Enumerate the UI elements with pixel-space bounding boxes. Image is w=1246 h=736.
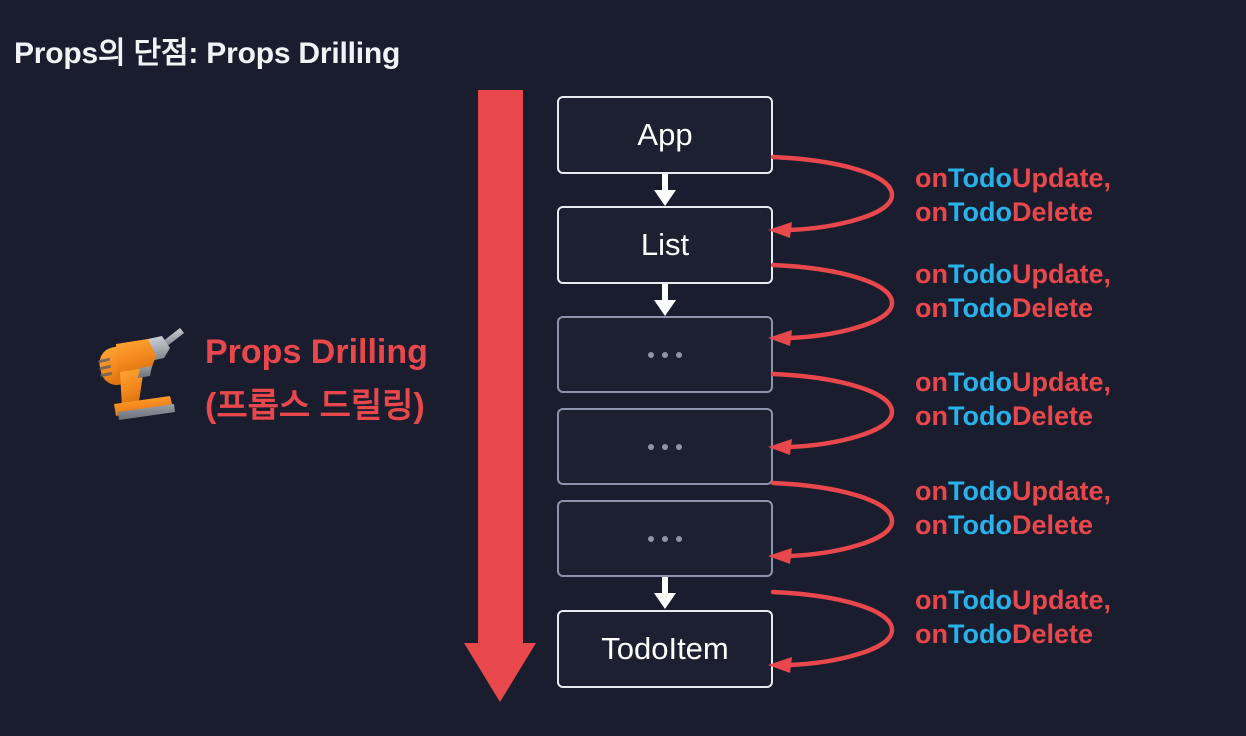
prop-entity: Todo (948, 163, 1012, 193)
connector-app-to-list (653, 174, 677, 207)
prop-label-line-2: onTodoDelete (915, 508, 1111, 542)
prop-label-line-1: onTodoUpdate, (915, 257, 1111, 291)
prop-arrow-intermediate-3-to-todoitem (760, 555, 920, 685)
prop-entity: Todo (948, 367, 1012, 397)
node-todoitem[interactable]: TodoItem (557, 610, 773, 688)
node-app[interactable]: App (557, 96, 773, 174)
prop-action: Update, (1011, 367, 1111, 397)
prop-label-3: onTodoUpdate, onTodoDelete (915, 365, 1111, 433)
caption-line-1: Props Drilling (205, 333, 428, 371)
node-label: List (640, 227, 690, 262)
prop-label-line-1: onTodoUpdate, (915, 583, 1111, 617)
prop-prefix: on (915, 401, 948, 431)
node-intermediate-3[interactable] (557, 500, 773, 577)
prop-action: Update, (1011, 163, 1111, 193)
connector-intermediate-to-todoitem (653, 577, 677, 610)
prop-label-5: onTodoUpdate, onTodoDelete (915, 583, 1111, 651)
connector-list-to-intermediate (653, 284, 677, 317)
prop-action: Update, (1011, 259, 1111, 289)
prop-arrow-list-to-intermediate-1 (760, 228, 920, 358)
prop-entity: Todo (948, 197, 1012, 227)
prop-action: Update, (1011, 585, 1111, 615)
node-intermediate-1[interactable] (557, 316, 773, 393)
prop-action: Delete (1011, 619, 1094, 649)
prop-arrow-intermediate-2-to-3 (760, 446, 920, 576)
prop-label-4: onTodoUpdate, onTodoDelete (915, 474, 1111, 542)
prop-entity: Todo (948, 259, 1012, 289)
prop-prefix: on (915, 510, 948, 540)
prop-prefix: on (915, 293, 948, 323)
prop-label-line-2: onTodoDelete (915, 291, 1111, 325)
prop-action: Delete (1011, 197, 1094, 227)
prop-prefix: on (915, 259, 948, 289)
drill-icon (78, 312, 198, 432)
page-title: Props의 단점: Props Drilling (14, 37, 401, 70)
node-label: App (637, 117, 693, 152)
prop-prefix: on (915, 197, 948, 227)
prop-action: Delete (1011, 401, 1094, 431)
prop-arrow-intermediate-1-to-2 (760, 337, 920, 467)
prop-label-line-1: onTodoUpdate, (915, 161, 1111, 195)
ellipsis-dots (648, 535, 682, 542)
prop-entity: Todo (948, 401, 1012, 431)
prop-label-line-2: onTodoDelete (915, 399, 1111, 433)
prop-label-line-2: onTodoDelete (915, 195, 1111, 229)
prop-entity: Todo (948, 510, 1012, 540)
prop-entity: Todo (948, 293, 1012, 323)
prop-label-line-1: onTodoUpdate, (915, 365, 1111, 399)
prop-label-line-2: onTodoDelete (915, 617, 1111, 651)
prop-prefix: on (915, 585, 948, 615)
prop-action: Delete (1011, 293, 1094, 323)
node-list[interactable]: List (557, 206, 773, 284)
prop-prefix: on (915, 476, 948, 506)
ellipsis-dots (648, 351, 682, 358)
prop-arrow-app-to-list (760, 120, 920, 250)
ellipsis-dots (648, 443, 682, 450)
node-label: TodoItem (601, 631, 729, 666)
prop-label-1: onTodoUpdate, onTodoDelete (915, 161, 1111, 229)
prop-action: Delete (1011, 510, 1094, 540)
prop-action: Update, (1011, 476, 1111, 506)
prop-prefix: on (915, 619, 948, 649)
node-intermediate-2[interactable] (557, 408, 773, 485)
prop-entity: Todo (948, 585, 1012, 615)
props-drilling-caption: Props Drilling (프롭스 드릴링) (205, 325, 505, 433)
prop-label-line-1: onTodoUpdate, (915, 474, 1111, 508)
prop-entity: Todo (948, 476, 1012, 506)
props-drilling-down-arrow (460, 90, 540, 705)
prop-label-2: onTodoUpdate, onTodoDelete (915, 257, 1111, 325)
caption-line-2: (프롭스 드릴링) (205, 387, 425, 425)
prop-prefix: on (915, 163, 948, 193)
prop-prefix: on (915, 367, 948, 397)
prop-entity: Todo (948, 619, 1012, 649)
